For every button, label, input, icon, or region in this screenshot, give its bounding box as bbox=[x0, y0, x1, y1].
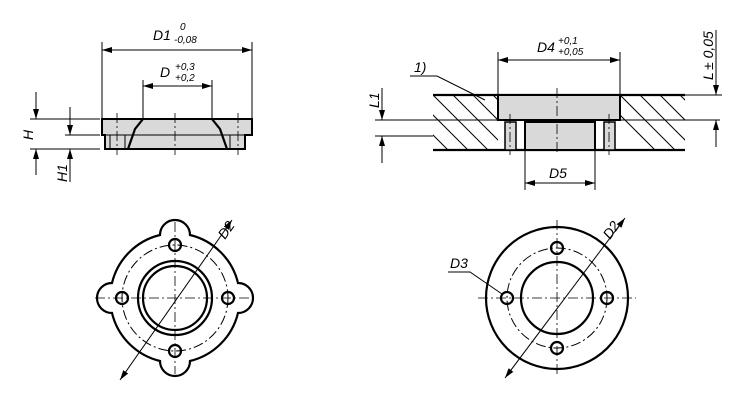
label-h1: H1 bbox=[54, 164, 70, 182]
label-l: L bbox=[700, 72, 716, 80]
dimension-l: L ± 0,05 bbox=[685, 30, 722, 147]
dimension-d4: D4 +0,1 +0,05 bbox=[497, 36, 621, 95]
top-view-mounting: D2 D3 bbox=[448, 217, 636, 379]
label-d-upper: +0,3 bbox=[175, 62, 195, 73]
side-view-insert bbox=[101, 113, 253, 155]
label-note: 1) bbox=[414, 59, 426, 75]
label-d1-upper: 0 bbox=[180, 22, 186, 33]
label-d4: D4 bbox=[537, 39, 555, 55]
dimension-d5: D5 bbox=[524, 150, 596, 190]
label-d3: D3 bbox=[450, 255, 468, 271]
dimension-d1: D1 0 -0,08 bbox=[101, 22, 253, 119]
dimension-h-h1: H H1 bbox=[20, 92, 100, 182]
label-h: H bbox=[20, 129, 36, 140]
label-d4-upper: +0,1 bbox=[558, 36, 578, 47]
label-d1-lower: -0,08 bbox=[174, 35, 197, 46]
section-view-mounting bbox=[375, 88, 720, 155]
label-d1: D1 bbox=[153, 27, 171, 43]
dimension-l1: L1 bbox=[366, 88, 385, 163]
note-1-leader: 1) bbox=[410, 59, 486, 101]
label-l-tolerance: ± 0,05 bbox=[700, 31, 716, 70]
label-d: D bbox=[160, 64, 170, 80]
dimension-d: D +0,3 +0,2 bbox=[142, 62, 213, 119]
label-d2-right: D2 bbox=[599, 218, 622, 242]
label-d5: D5 bbox=[549, 165, 567, 181]
label-l1: L1 bbox=[366, 92, 382, 108]
label-d4-lower: +0,05 bbox=[558, 47, 584, 58]
top-view-insert: D2 bbox=[95, 218, 255, 381]
label-d2-left: D2 bbox=[214, 218, 237, 242]
label-d-lower: +0,2 bbox=[175, 73, 195, 84]
